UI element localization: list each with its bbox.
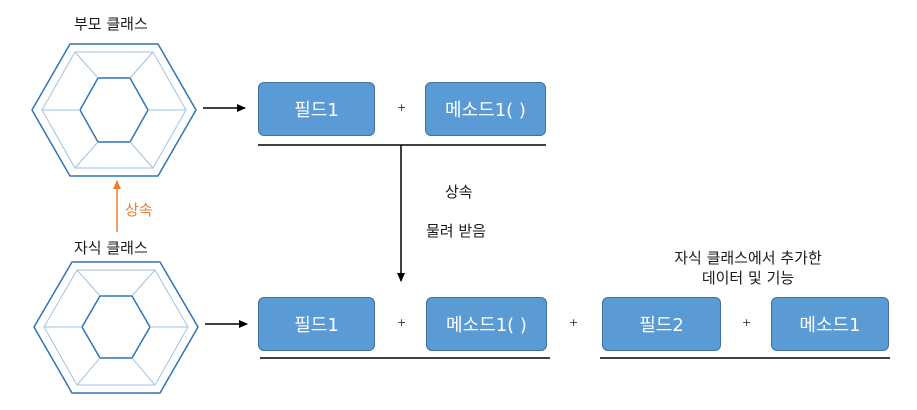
added-plus-sign: + bbox=[742, 316, 752, 329]
child-method-box: 메소드1( ) bbox=[426, 297, 547, 351]
added-field-box: 필드2 bbox=[602, 297, 721, 351]
inherited-label-line1: 상속 bbox=[445, 183, 473, 201]
parent-class-hexagon-icon bbox=[31, 43, 197, 177]
child-plus-sign: + bbox=[397, 316, 407, 329]
added-caption-line1: 자식 클래스에서 추가한 bbox=[674, 249, 822, 267]
child-class-hexagon-icon bbox=[33, 261, 199, 394]
child-field-box: 필드1 bbox=[258, 297, 375, 351]
inheritance-up-label: 상속 bbox=[125, 201, 153, 219]
parent-class-label: 부모 클래스 bbox=[74, 15, 148, 33]
child-class-label: 자식 클래스 bbox=[74, 239, 148, 257]
group-plus-sign: + bbox=[569, 316, 579, 329]
added-caption-line2: 데이터 및 기능 bbox=[701, 269, 795, 287]
added-method-box: 메소드1 bbox=[771, 297, 889, 351]
parent-method-box: 메소드1( ) bbox=[425, 82, 546, 136]
parent-field-box: 필드1 bbox=[258, 82, 375, 136]
parent-plus-sign: + bbox=[397, 101, 407, 114]
inherited-label-line2: 물려 받음 bbox=[426, 222, 486, 240]
